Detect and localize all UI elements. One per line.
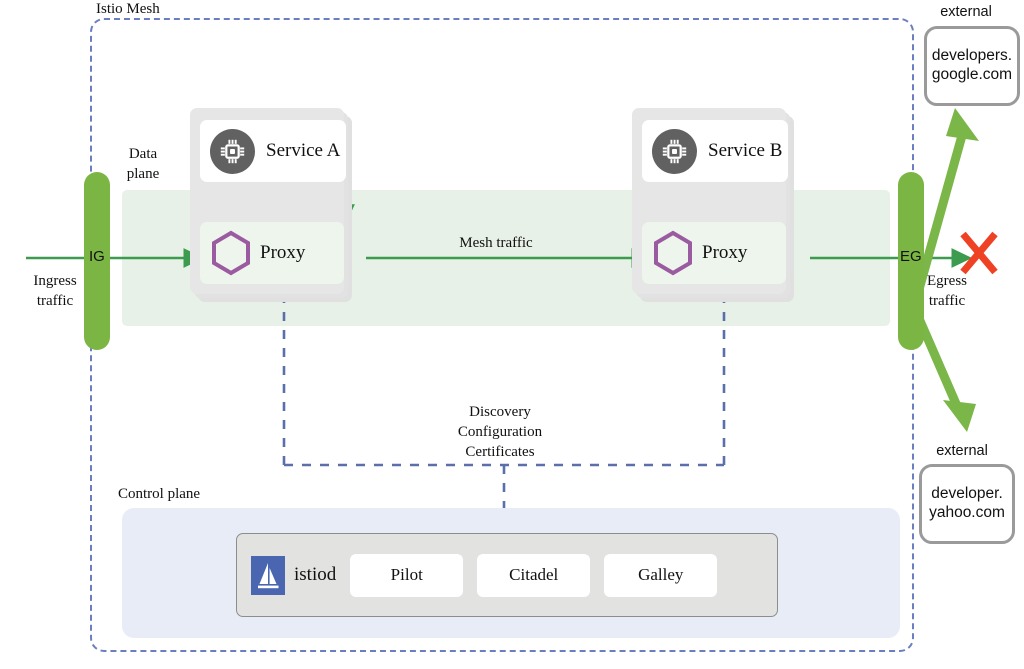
ingress-gateway[interactable] xyxy=(84,172,110,350)
mesh-boundary-label: Istio Mesh xyxy=(96,1,160,17)
istio-sailboat-logo xyxy=(251,555,285,595)
external-host-google: developers.google.com xyxy=(932,47,1012,85)
cpu-chip-icon xyxy=(210,128,255,174)
envoy-hexagon-icon xyxy=(650,228,696,278)
external-caption-yahoo: external xyxy=(936,443,988,459)
service-name-label: Service A xyxy=(266,140,341,161)
proxy-card[interactable]: Proxy xyxy=(642,222,786,284)
istiod-container[interactable]: istiod Pilot Citadel Galley xyxy=(236,533,778,617)
data-plane-label: Data plane xyxy=(112,145,174,185)
service-name-label: Service B xyxy=(708,140,783,161)
proxy-name-label: Proxy xyxy=(702,242,748,263)
pod-service-a[interactable]: Service A Proxy xyxy=(190,108,352,302)
external-host-yahoo: developer.yahoo.com xyxy=(929,485,1005,523)
egress-gateway-label: EG xyxy=(900,248,922,265)
egress-traffic-caption-text: Egress traffic xyxy=(927,273,967,309)
discovery-config-label: Discovery Configuration Certificates xyxy=(412,403,588,462)
envoy-hexagon-icon xyxy=(208,228,254,278)
external-host-google-line1: developers. xyxy=(931,47,1013,65)
egress-traffic-caption: Egress traffic xyxy=(908,272,986,312)
external-host-google-line2: google.com xyxy=(931,66,1013,83)
external-service-google[interactable]: developers.google.com xyxy=(924,26,1020,106)
control-plane-component-citadel[interactable]: Citadel xyxy=(477,553,591,597)
istiod-name-label: istiod xyxy=(294,564,337,585)
cpu-chip-icon xyxy=(652,128,697,174)
external-caption-google: external xyxy=(940,4,992,20)
ingress-traffic-caption-text: Ingress traffic xyxy=(33,273,77,309)
external-service-yahoo[interactable]: developer.yahoo.com xyxy=(919,464,1015,544)
mesh-traffic-label: Mesh traffic xyxy=(459,235,533,251)
external-host-yahoo-line1: developer. xyxy=(931,485,1003,503)
service-card[interactable]: Service A xyxy=(200,120,346,182)
control-plane-label: Control plane xyxy=(118,486,201,502)
ingress-gateway-label: IG xyxy=(89,248,105,265)
service-card[interactable]: Service B xyxy=(642,120,788,182)
control-plane-component-pilot[interactable]: Pilot xyxy=(350,553,464,597)
discovery-config-text: Discovery Configuration Certificates xyxy=(457,404,543,460)
proxy-card[interactable]: Proxy xyxy=(200,222,344,284)
external-host-yahoo-line2: yahoo.com xyxy=(929,504,1005,521)
blocked-traffic-x-icon xyxy=(960,231,998,275)
istiod-brand: istiod xyxy=(251,555,337,595)
data-plane-label-text: Data plane xyxy=(126,146,160,182)
ingress-traffic-caption: Ingress traffic xyxy=(18,272,92,312)
proxy-name-label: Proxy xyxy=(260,242,306,263)
pod-service-b[interactable]: Service B Proxy xyxy=(632,108,794,302)
control-plane-component-galley[interactable]: Galley xyxy=(604,553,718,597)
egress-gateway[interactable] xyxy=(898,172,924,350)
